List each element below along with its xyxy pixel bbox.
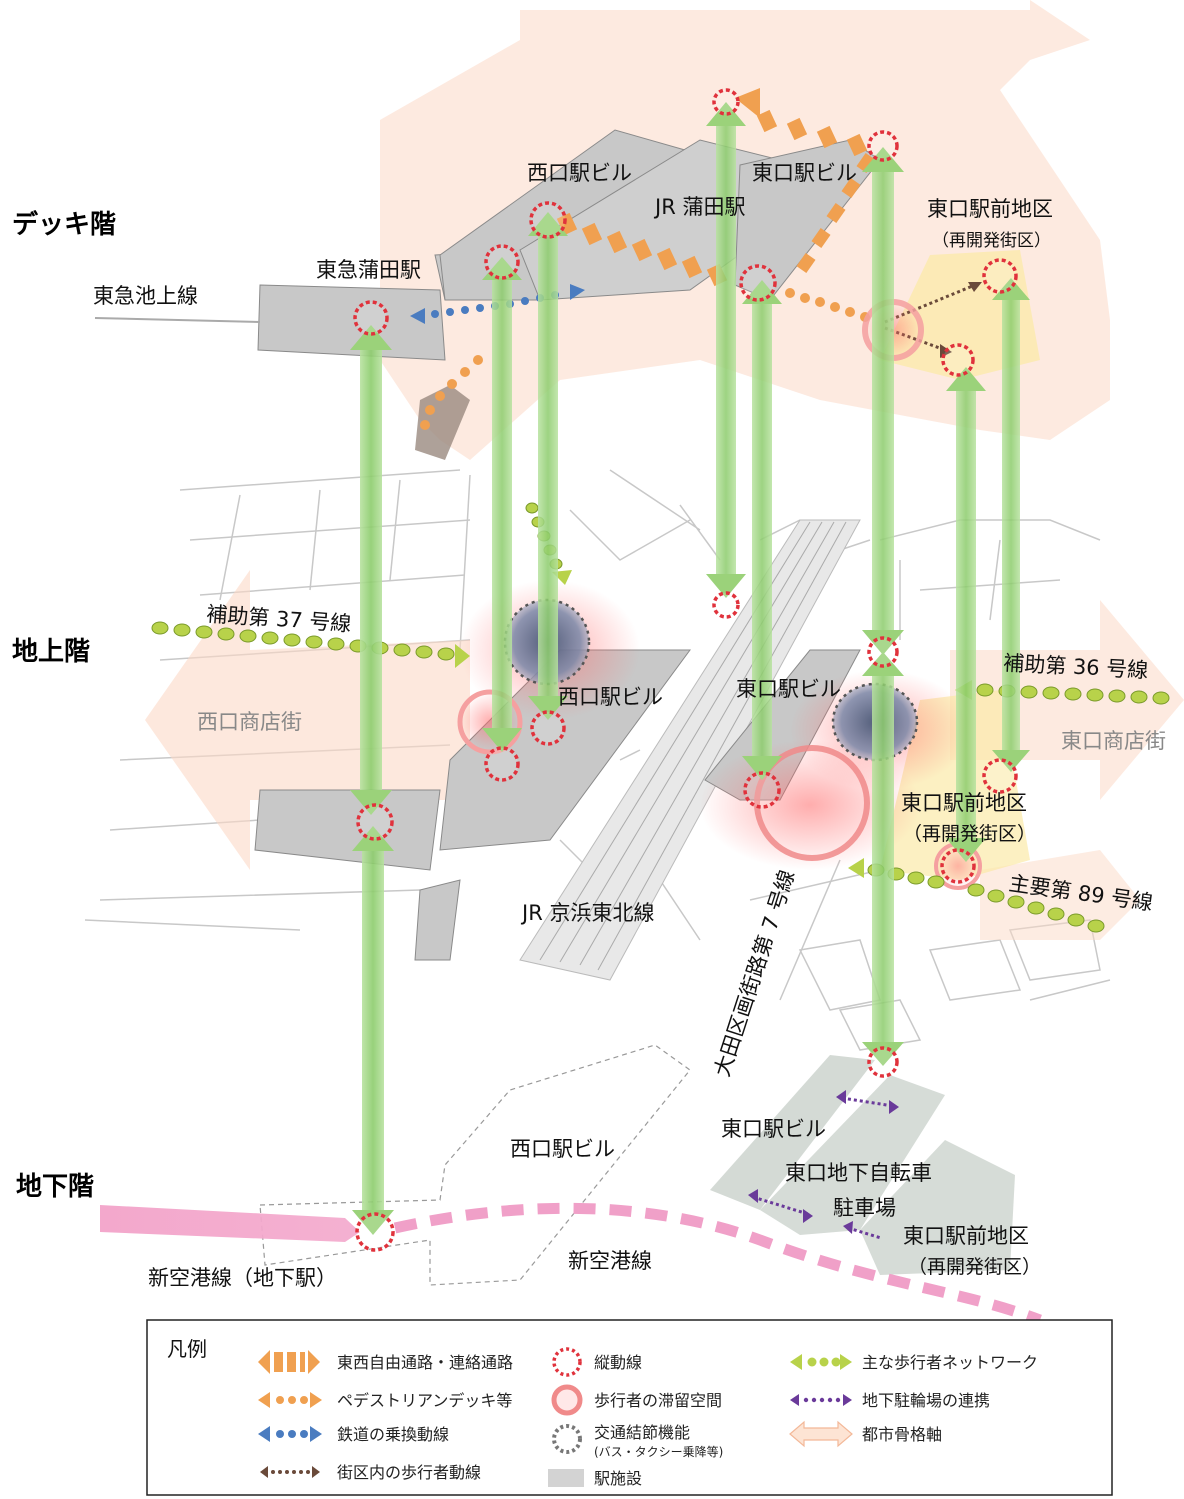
- basement-east-bldg-label: 東口駅ビル: [721, 1117, 826, 1141]
- bicycle-parking-label-2: 駐車場: [833, 1196, 896, 1220]
- legend-label-10: 駅施設: [594, 1469, 642, 1488]
- bicycle-parking-basement: [760, 1075, 945, 1235]
- legend-title: 凡例: [167, 1337, 207, 1361]
- shinkuko-line-solid: [100, 1205, 360, 1242]
- free-passage-arrow-head: [735, 88, 760, 118]
- vc-shinkuko-station: [355, 1212, 395, 1252]
- blue-dot-arrow-icon: [258, 1426, 322, 1442]
- deck-east-district-sub: （再開発街区）: [932, 231, 1051, 251]
- station-facility-icon: [548, 1469, 584, 1487]
- vc-west-deck-2: [529, 201, 567, 239]
- tokyu-kamata-deck-block: [257, 284, 446, 361]
- vc-east-district-deck-2: [941, 343, 975, 377]
- ground-east-district-sub: （再開発街区）: [903, 823, 1036, 845]
- ground-level: [84, 469, 1184, 1051]
- urban-axis-icon: [789, 1420, 853, 1448]
- deck-west-bldg-label: 西口駅ビル: [527, 161, 632, 185]
- legend-box: [146, 1319, 1113, 1496]
- stair-block: [415, 385, 470, 460]
- east-district-basement: [860, 1140, 1015, 1275]
- ground-east-district-label: 東口駅前地区: [901, 791, 1027, 815]
- legend-label-6: 鉄道の乗換動線: [337, 1425, 449, 1444]
- basement-east-district-label: 東口駅前地区: [903, 1224, 1029, 1248]
- jr-keihin-label: JR 京浜東北線: [520, 901, 654, 925]
- east-plaza-ring: [754, 745, 870, 861]
- legend-label-4: 歩行者の滞留空間: [594, 1391, 722, 1410]
- shinkuko-line-label: 新空港線: [568, 1249, 652, 1273]
- level-ground-label: 地上階: [12, 637, 90, 667]
- vertical-circulation-points: [353, 88, 1018, 1252]
- ped-network-hojo37: [151, 621, 470, 668]
- street-grid: [84, 469, 1111, 1051]
- west-station-bldg-ground-2: [254, 789, 441, 871]
- transit-node-icon: [552, 1424, 582, 1454]
- legend-label-9: 街区内の歩行者動線: [337, 1463, 481, 1482]
- deck-jr-kamata-label: JR 蒲田駅: [653, 195, 745, 219]
- east-station-bldg-basement: [710, 1055, 875, 1210]
- legend-label-7: 交通結節機能: [594, 1423, 690, 1442]
- shinkuko-line-dashed: [393, 1202, 1042, 1326]
- vc-jr-top: [712, 88, 740, 116]
- basement-east-district-sub: （再開発街区）: [908, 1256, 1041, 1278]
- green-dot-arrow-icon: [790, 1354, 852, 1370]
- vc-east-district-deck-1: [982, 258, 1018, 294]
- ground-east-bldg-label: 東口駅ビル: [736, 677, 841, 701]
- stagnation-circle-icon: [551, 1384, 583, 1416]
- east-shopping-label: 東口商店街: [1061, 729, 1166, 753]
- vc-east-ground-1: [867, 636, 899, 668]
- deck-level: [94, 0, 1110, 460]
- deck-ikegami-label: 東急池上線: [93, 284, 198, 308]
- urban-axis-ground-se: [980, 850, 1140, 940]
- vc-west-deck-1: [484, 244, 520, 280]
- free-passage-dashes: [556, 109, 876, 287]
- orange-bar-arrow-icon: [258, 1350, 320, 1374]
- vc-east-ground-2: [743, 771, 781, 809]
- ground-west-bldg-label: 西口駅ビル: [558, 685, 663, 709]
- vertical-circle-icon: [552, 1347, 582, 1377]
- legend-label-2: 主な歩行者ネットワーク: [862, 1353, 1038, 1372]
- legend-label-1: 縦動線: [594, 1353, 642, 1372]
- vc-east-basement: [867, 1046, 899, 1078]
- vc-tokyu-ground: [356, 803, 394, 841]
- vc-tokyu-deck: [353, 300, 389, 336]
- level-deck-label: デッキ階: [12, 209, 116, 240]
- legend-label-5: 地下駐輪場の連携: [862, 1391, 990, 1410]
- vc-west-ground-2: [484, 746, 520, 782]
- purple-dot-arrow-icon: [790, 1394, 852, 1406]
- vc-east-deck: [739, 264, 777, 302]
- ikegami-line-rail: [94, 317, 261, 323]
- vc-jr-ground: [712, 591, 740, 619]
- vc-east-district-ground: [982, 758, 1018, 794]
- ground-small-block: [414, 879, 461, 961]
- east-plaza-glow: [700, 740, 920, 870]
- legend: 凡例 東西自由通路・連絡通路 ペデストリアンデッキ等 鉄道の乗換動線: [146, 1319, 1113, 1496]
- brown-dot-arrow-icon: [260, 1466, 320, 1478]
- vc-west-ground-1: [530, 710, 566, 746]
- bicycle-parking-label-1: 東口地下自転車: [785, 1161, 932, 1185]
- shinkuko-station-label: 新空港線（地下駅）: [148, 1266, 337, 1290]
- legend-label-8: 都市骨格軸: [862, 1425, 942, 1444]
- east-district-deck-zone: [880, 250, 1040, 380]
- legend-label-0: 東西自由通路・連絡通路: [337, 1353, 513, 1372]
- legend-label-3: ペデストリアンデッキ等: [337, 1391, 512, 1410]
- vc-east-deck-top: [867, 130, 899, 162]
- basement-west-bldg-label: 西口駅ビル: [510, 1137, 615, 1161]
- level-basement-label: 地下階: [16, 1172, 94, 1202]
- orange-dot-arrow-icon: [258, 1392, 322, 1408]
- basement-level: [100, 1044, 1042, 1326]
- deck-east-district-label: 東口駅前地区: [927, 197, 1053, 221]
- ped-deck-dots: [420, 288, 870, 430]
- legend-label-7-sub: (バス・タクシー乗降等): [594, 1445, 723, 1459]
- deck-tokyu-kamata-label: 東急蒲田駅: [316, 258, 421, 282]
- west-shopping-label: 西口商店街: [197, 710, 302, 734]
- vc-east-district-ground-2: [940, 848, 976, 884]
- rail-corridor: [519, 519, 861, 981]
- bicycle-parking-links: [748, 1090, 899, 1240]
- deck-east-bldg-label: 東口駅ビル: [752, 161, 857, 185]
